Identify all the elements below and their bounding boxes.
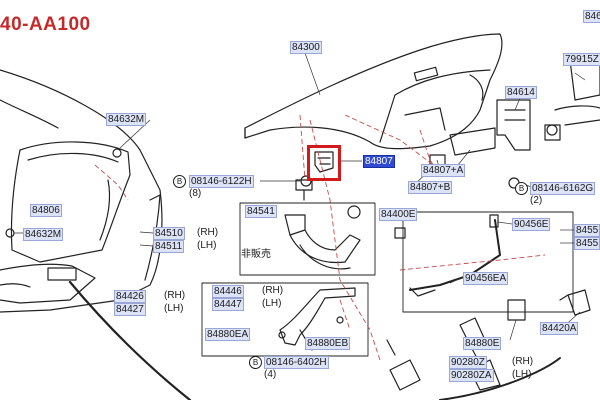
part-label-84880eb[interactable]: 84880EB [305,337,351,350]
bolt-marker-b-3: B [249,356,262,369]
part-label-08146-6122h[interactable]: 08146-6122H [189,175,254,188]
part-label-84447[interactable]: 84447 [212,298,244,311]
hinge-box-upper [239,202,376,276]
part-label-90280z[interactable]: 90280Z [449,356,487,369]
part-label-84880ea[interactable]: 84880EA [205,328,251,341]
part-label-84632m-2[interactable]: 84632M [23,228,64,241]
latch-part [314,151,334,173]
strut-box [402,211,574,313]
car-body-outline [0,69,163,313]
part-label-84426[interactable]: 84426 [114,290,146,303]
part-label-8455-a[interactable]: 8455 [574,224,600,237]
part-label-84427[interactable]: 84427 [114,303,146,316]
part-label-84511[interactable]: 84511 [153,240,185,253]
qty-08146-6402h: (4) [264,369,277,380]
part-label-84807a[interactable]: 84807+A [421,164,466,177]
guide-line-1 [309,119,381,361]
guide-line-5 [399,254,546,271]
guide-line-4 [299,114,306,181]
part-label-84632m[interactable]: 84632M [106,113,147,126]
part-label-84880e[interactable]: 84880E [463,337,502,350]
part-label-84300[interactable]: 84300 [290,41,322,54]
not-for-sale-note: 非販売 [241,249,271,260]
part-label-84446[interactable]: 84446 [212,285,244,298]
side-lh-84427: (LH) [164,303,184,314]
part-label-84541[interactable]: 84541 [245,205,277,218]
part-label-8455-b[interactable]: 8455 [574,237,600,250]
part-label-08146-6402h[interactable]: 08146-6402H [264,356,329,369]
qty-08146-6122h: (8) [189,188,202,199]
part-label-84806[interactable]: 84806 [30,204,62,217]
part-label-84807-highlighted[interactable]: 84807 [363,155,395,168]
qty-08146-6162g: (2) [530,195,543,206]
side-rh-84510: (RH) [197,227,219,238]
guide-line-7 [339,299,351,331]
bottom-arc [439,357,561,400]
part-label-08146-6162g[interactable]: 08146-6162G [530,182,596,195]
part-label-84614[interactable]: 84614 [505,86,537,99]
part-label-84510[interactable]: 84510 [153,227,185,240]
part-label-84400e[interactable]: 84400E [379,208,418,221]
side-rh-90280: (RH) [512,356,534,367]
side-lh-84447: (LH) [262,298,282,309]
part-label-79915z[interactable]: 79915Z [563,53,600,66]
side-rh-84426: (RH) [164,290,186,301]
bolt-marker-b-1: B [173,175,186,188]
gas-strut [409,219,501,291]
diagram-title: 40-AA100 [0,14,91,35]
guide-line-6 [94,164,129,201]
part-label-90280za[interactable]: 90280ZA [449,369,494,382]
trunk-lid [244,33,503,150]
license-plate [47,267,77,281]
side-lh-84511: (LH) [197,240,217,251]
trunk-arc [68,280,192,400]
side-lh-90280: (LH) [512,369,532,380]
part-label-84420a[interactable]: 84420A [540,322,579,335]
part-label-84807b[interactable]: 84807+B [408,181,453,194]
highlight-box [307,145,341,181]
part-label-90456e[interactable]: 90456E [512,218,551,231]
side-rh-84446: (RH) [262,285,284,296]
part-label-90456ea[interactable]: 90456EA [463,272,509,285]
guide-line-2 [344,114,441,171]
bolt-marker-b-2: B [515,182,528,195]
car-trunk-opening [10,141,131,263]
part-label-846[interactable]: 846 [583,10,600,23]
